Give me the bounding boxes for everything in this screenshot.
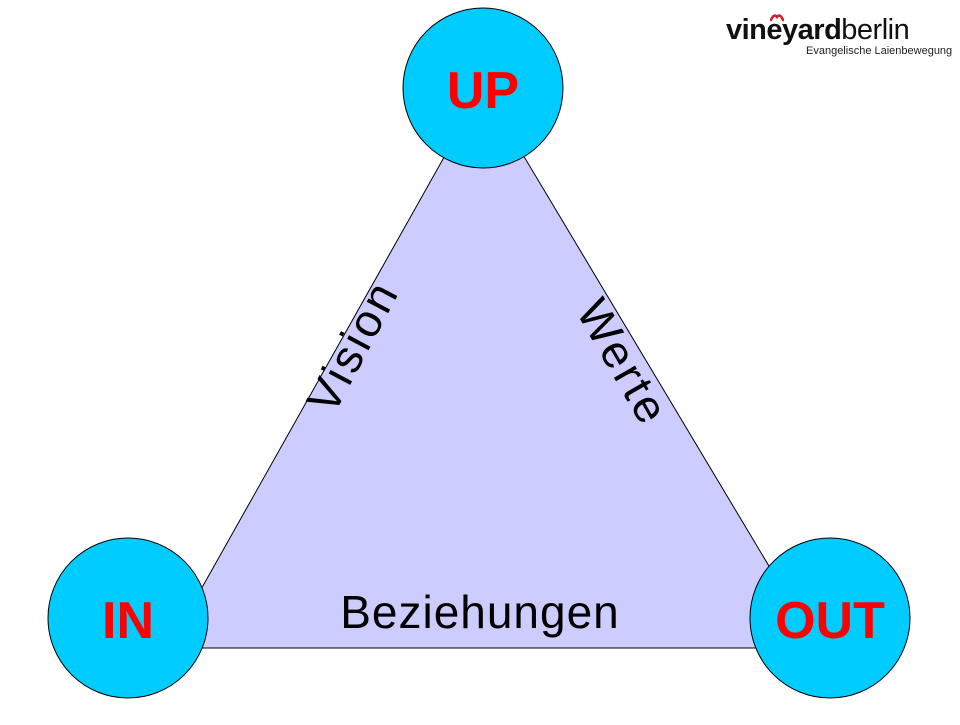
triangle xyxy=(167,87,819,649)
node-out: OUT xyxy=(749,537,911,699)
logo-name-bold: vineyard xyxy=(726,14,842,46)
logo-mark-icon xyxy=(770,14,784,22)
node-in-label: IN xyxy=(102,592,154,650)
logo-subtitle: Evangelische Laienbewegung xyxy=(806,45,953,57)
edge-label-beziehungen: Beziehungen xyxy=(340,586,620,638)
logo-wordmark: vineyardberlin xyxy=(726,12,910,48)
node-out-label: OUT xyxy=(775,592,885,650)
logo-name-light: berlin xyxy=(841,14,910,46)
node-up-label: UP xyxy=(447,62,519,120)
node-up: UP xyxy=(402,7,564,169)
vineyard-berlin-logo: vineyardberlin Evangelische Laienbewegun… xyxy=(726,12,952,62)
node-in: IN xyxy=(47,537,209,699)
